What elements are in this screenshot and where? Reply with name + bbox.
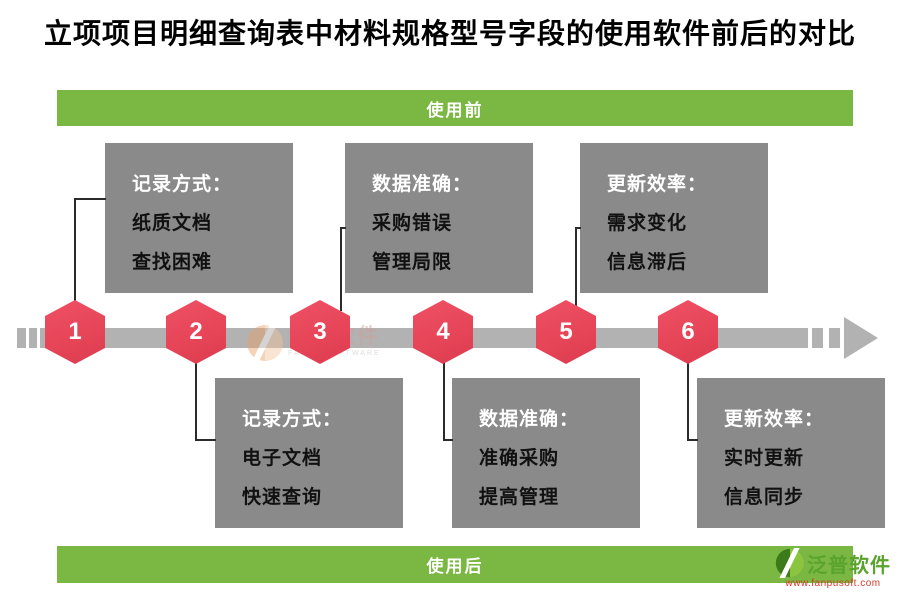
- connector-line: [74, 198, 76, 304]
- timeline-dash: [17, 328, 26, 348]
- connector-line: [340, 227, 346, 229]
- box-line: 快速查询: [242, 487, 323, 508]
- timeline-dash: [40, 328, 48, 348]
- connector-line: [687, 362, 689, 441]
- step-number: 6: [681, 318, 695, 345]
- timeline-dash: [29, 328, 37, 348]
- after-banner-label: 使用后: [426, 557, 484, 576]
- step-number: 1: [68, 318, 82, 345]
- box-line: 信息滞后: [607, 252, 688, 273]
- step-number: 3: [313, 318, 327, 345]
- box-line: 需求变化: [607, 213, 688, 234]
- connector-line: [74, 198, 106, 200]
- step-hexagon: 5: [536, 300, 596, 364]
- box-line: 准确采购: [479, 448, 560, 469]
- step-number: 4: [436, 318, 450, 345]
- box-before-record: 记录方式： 纸质文档 查找困难: [105, 143, 293, 293]
- box-line: 查找困难: [132, 252, 213, 273]
- after-banner: 使用后: [57, 546, 853, 583]
- box-line: 实时更新: [724, 448, 805, 469]
- step-hexagon: 1: [45, 300, 105, 364]
- connector-line: [195, 362, 197, 441]
- box-line: 提高管理: [479, 487, 560, 508]
- box-line: 采购错误: [372, 213, 453, 234]
- connector-line: [575, 227, 581, 229]
- step-hexagon: 4: [413, 300, 473, 364]
- box-after-update: 更新效率： 实时更新 信息同步: [697, 378, 885, 528]
- timeline-dash: [812, 328, 823, 348]
- fanpu-leaf-icon: [775, 548, 805, 578]
- footer-logo: 泛普软件 www.fanpusoft.com: [775, 548, 891, 589]
- box-after-record: 记录方式： 电子文档 快速查询: [215, 378, 403, 528]
- box-line: 纸质文档: [132, 213, 213, 234]
- connector-line: [443, 362, 445, 441]
- box-heading: 记录方式：: [242, 409, 343, 430]
- logo-url: www.fanpusoft.com: [785, 578, 881, 589]
- before-banner: 使用前: [57, 90, 853, 126]
- box-before-accuracy: 数据准确： 采购错误 管理局限: [345, 143, 533, 293]
- connector-line: [340, 227, 342, 311]
- box-heading: 数据准确：: [479, 409, 580, 430]
- box-after-accuracy: 数据准确： 准确采购 提高管理: [452, 378, 640, 528]
- step-hexagon: 6: [658, 300, 718, 364]
- step-number: 5: [559, 318, 573, 345]
- box-heading: 更新效率：: [724, 409, 825, 430]
- step-number: 2: [189, 318, 203, 345]
- arrow-right-icon: [844, 317, 878, 359]
- box-line: 管理局限: [372, 252, 453, 273]
- connector-line: [195, 439, 216, 441]
- connector-line: [687, 439, 698, 441]
- logo-brand: 泛普软件: [807, 554, 891, 577]
- box-heading: 记录方式：: [132, 174, 233, 195]
- box-heading: 数据准确：: [372, 174, 473, 195]
- timeline-dash: [829, 328, 840, 348]
- page-title: 立项项目明细查询表中材料规格型号字段的使用软件前后的对比: [43, 18, 856, 49]
- box-line: 电子文档: [242, 448, 323, 469]
- step-hexagon: 2: [166, 300, 226, 364]
- connector-line: [443, 439, 453, 441]
- before-banner-label: 使用前: [426, 100, 484, 120]
- connector-line: [575, 227, 577, 309]
- box-line: 信息同步: [724, 487, 805, 508]
- box-before-update: 更新效率： 需求变化 信息滞后: [580, 143, 768, 293]
- box-heading: 更新效率：: [607, 174, 708, 195]
